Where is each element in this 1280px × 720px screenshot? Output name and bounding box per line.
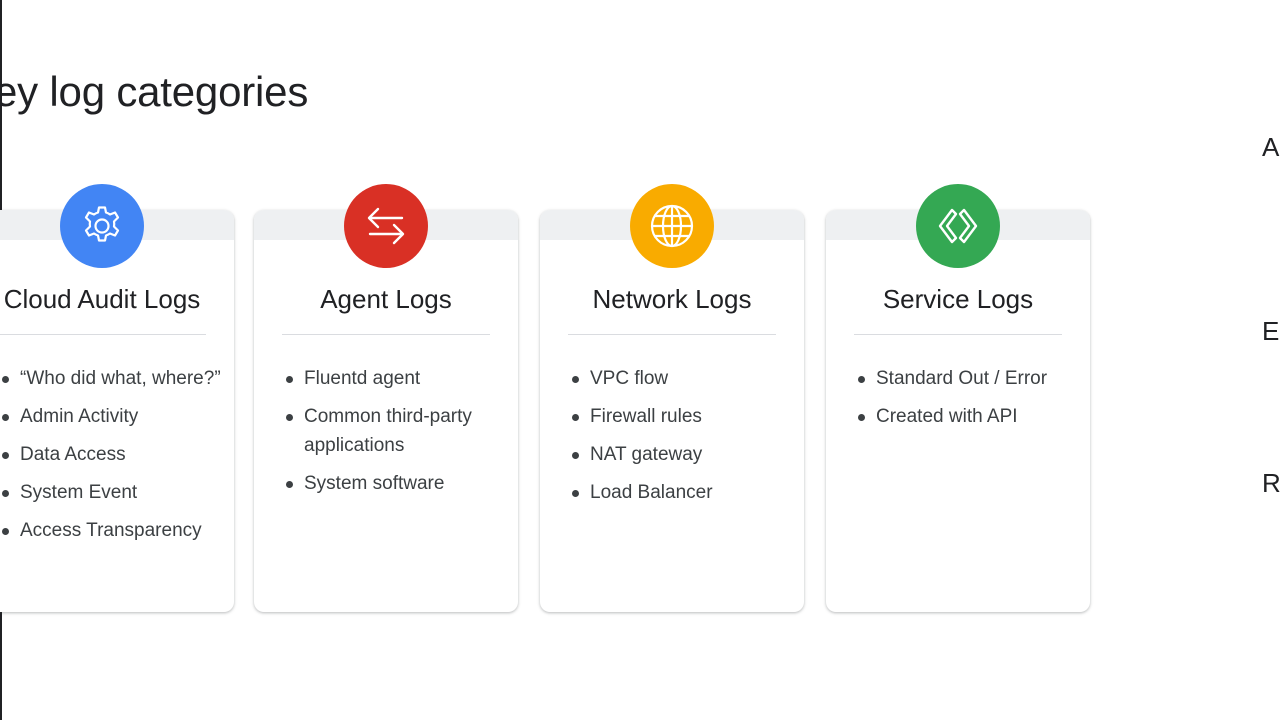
card-divider [854,334,1062,335]
list-item: Admin Activity [2,402,224,431]
gear-icon [60,184,144,268]
list-item: VPC flow [572,364,794,393]
card-network-logs: Network Logs VPC flow Firewall rules NAT… [540,210,804,612]
globe-icon [630,184,714,268]
card-cloud-audit-logs: Cloud Audit Logs “Who did what, where?” … [0,210,234,612]
list-item: System software [286,469,508,498]
list-item: Access Transparency [2,516,224,545]
card-title: Service Logs [882,284,1034,314]
card-divider [282,334,490,335]
card-item-list: Fluentd agent Common third-party applica… [286,364,508,507]
list-item: NAT gateway [572,440,794,469]
list-item: Fluentd agent [286,364,508,393]
card-title: Agent Logs [320,284,452,314]
list-item: Firewall rules [572,402,794,431]
list-item: Standard Out / Error [858,364,1080,393]
next-slide-letter: E [1262,316,1280,346]
card-agent-logs: Agent Logs Fluentd agent Common third-pa… [254,210,518,612]
list-item: Created with API [858,402,1080,431]
list-item: “Who did what, where?” [2,364,224,393]
card-divider [568,334,776,335]
card-title: Network Logs [592,284,752,314]
card-divider [0,334,206,335]
arrows-exchange-icon [344,184,428,268]
list-item: Load Balancer [572,478,794,507]
card-item-list: “Who did what, where?” Admin Activity Da… [2,364,224,554]
card-item-list: VPC flow Firewall rules NAT gateway Load… [572,364,794,516]
code-brackets-icon [916,184,1000,268]
slide-title: ey log categories [0,68,309,115]
card-title: Cloud Audit Logs [3,284,201,314]
list-item: Data Access [2,440,224,469]
next-slide-letter: R [1262,468,1280,498]
next-slide-letter: A [1262,132,1280,162]
card-service-logs: Service Logs Standard Out / Error Create… [826,210,1090,612]
list-item: Common third-party applications [286,402,508,460]
card-item-list: Standard Out / Error Created with API [858,364,1080,440]
list-item: System Event [2,478,224,507]
